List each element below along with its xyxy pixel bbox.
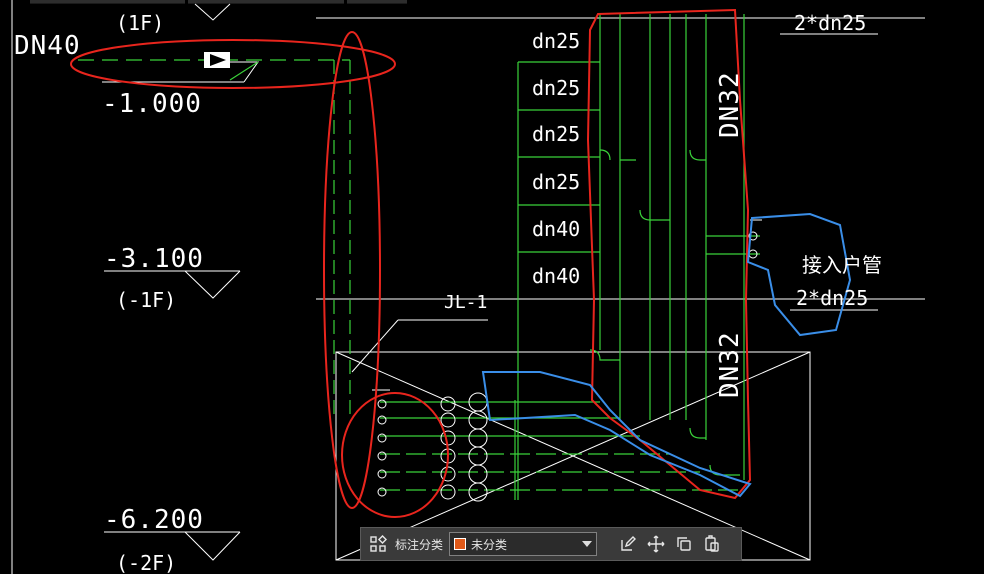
annotation-category-select[interactable]: 未分类 <box>449 532 598 556</box>
edit-icon[interactable] <box>617 533 639 555</box>
arrow-icon <box>204 52 230 68</box>
window-top-strip <box>0 0 984 4</box>
dn40-label-1: dn40 <box>532 217 580 241</box>
dn40-left-label: DN40 <box>14 31 81 61</box>
annotation-toolbar: 标注分类 未分类 <box>360 527 742 561</box>
elevation-label-3: -6.200 <box>104 505 204 535</box>
floor-1f-label: (1F) <box>116 11 164 35</box>
side-2dn25-label: 2*dn25 <box>796 286 868 310</box>
floor-m2f-label: (-2F) <box>116 551 176 574</box>
dn32-lower-label: DN32 <box>715 331 745 398</box>
copy-icon[interactable] <box>673 533 695 555</box>
paste-icon[interactable] <box>701 533 723 555</box>
dn40-label-2: dn40 <box>532 264 580 288</box>
tab-strip-2[interactable] <box>188 0 344 4</box>
dn25-label-2: dn25 <box>532 76 580 100</box>
structure-lines <box>11 0 925 574</box>
tab-strip-1[interactable] <box>30 0 185 4</box>
elevation-label-2: -3.100 <box>104 244 204 274</box>
chevron-down-icon <box>582 541 593 547</box>
dn25-label-3: dn25 <box>532 122 580 146</box>
floor-m1f-label: (-1F) <box>116 288 176 312</box>
category-select-value: 未分类 <box>471 537 508 552</box>
tab-strip-3[interactable] <box>347 0 407 4</box>
apps-grid-icon[interactable] <box>367 533 389 555</box>
blue-markup <box>481 212 852 498</box>
jl1-label: JL-1 <box>444 292 487 313</box>
category-color-swatch <box>454 538 467 550</box>
annotation-category-label: 标注分类 <box>395 537 444 552</box>
red-markup <box>70 8 752 518</box>
dn25-label-1: dn25 <box>532 29 580 53</box>
elevation-label-1: -1.000 <box>102 89 202 119</box>
move-icon[interactable] <box>645 533 667 555</box>
dn32-upper-label: DN32 <box>715 71 745 138</box>
dn25-label-4: dn25 <box>532 170 580 194</box>
inlet-pipe-label: 接入户管 <box>802 253 882 277</box>
pipe-network <box>78 14 760 500</box>
top-2dn25-label: 2*dn25 <box>794 11 866 35</box>
